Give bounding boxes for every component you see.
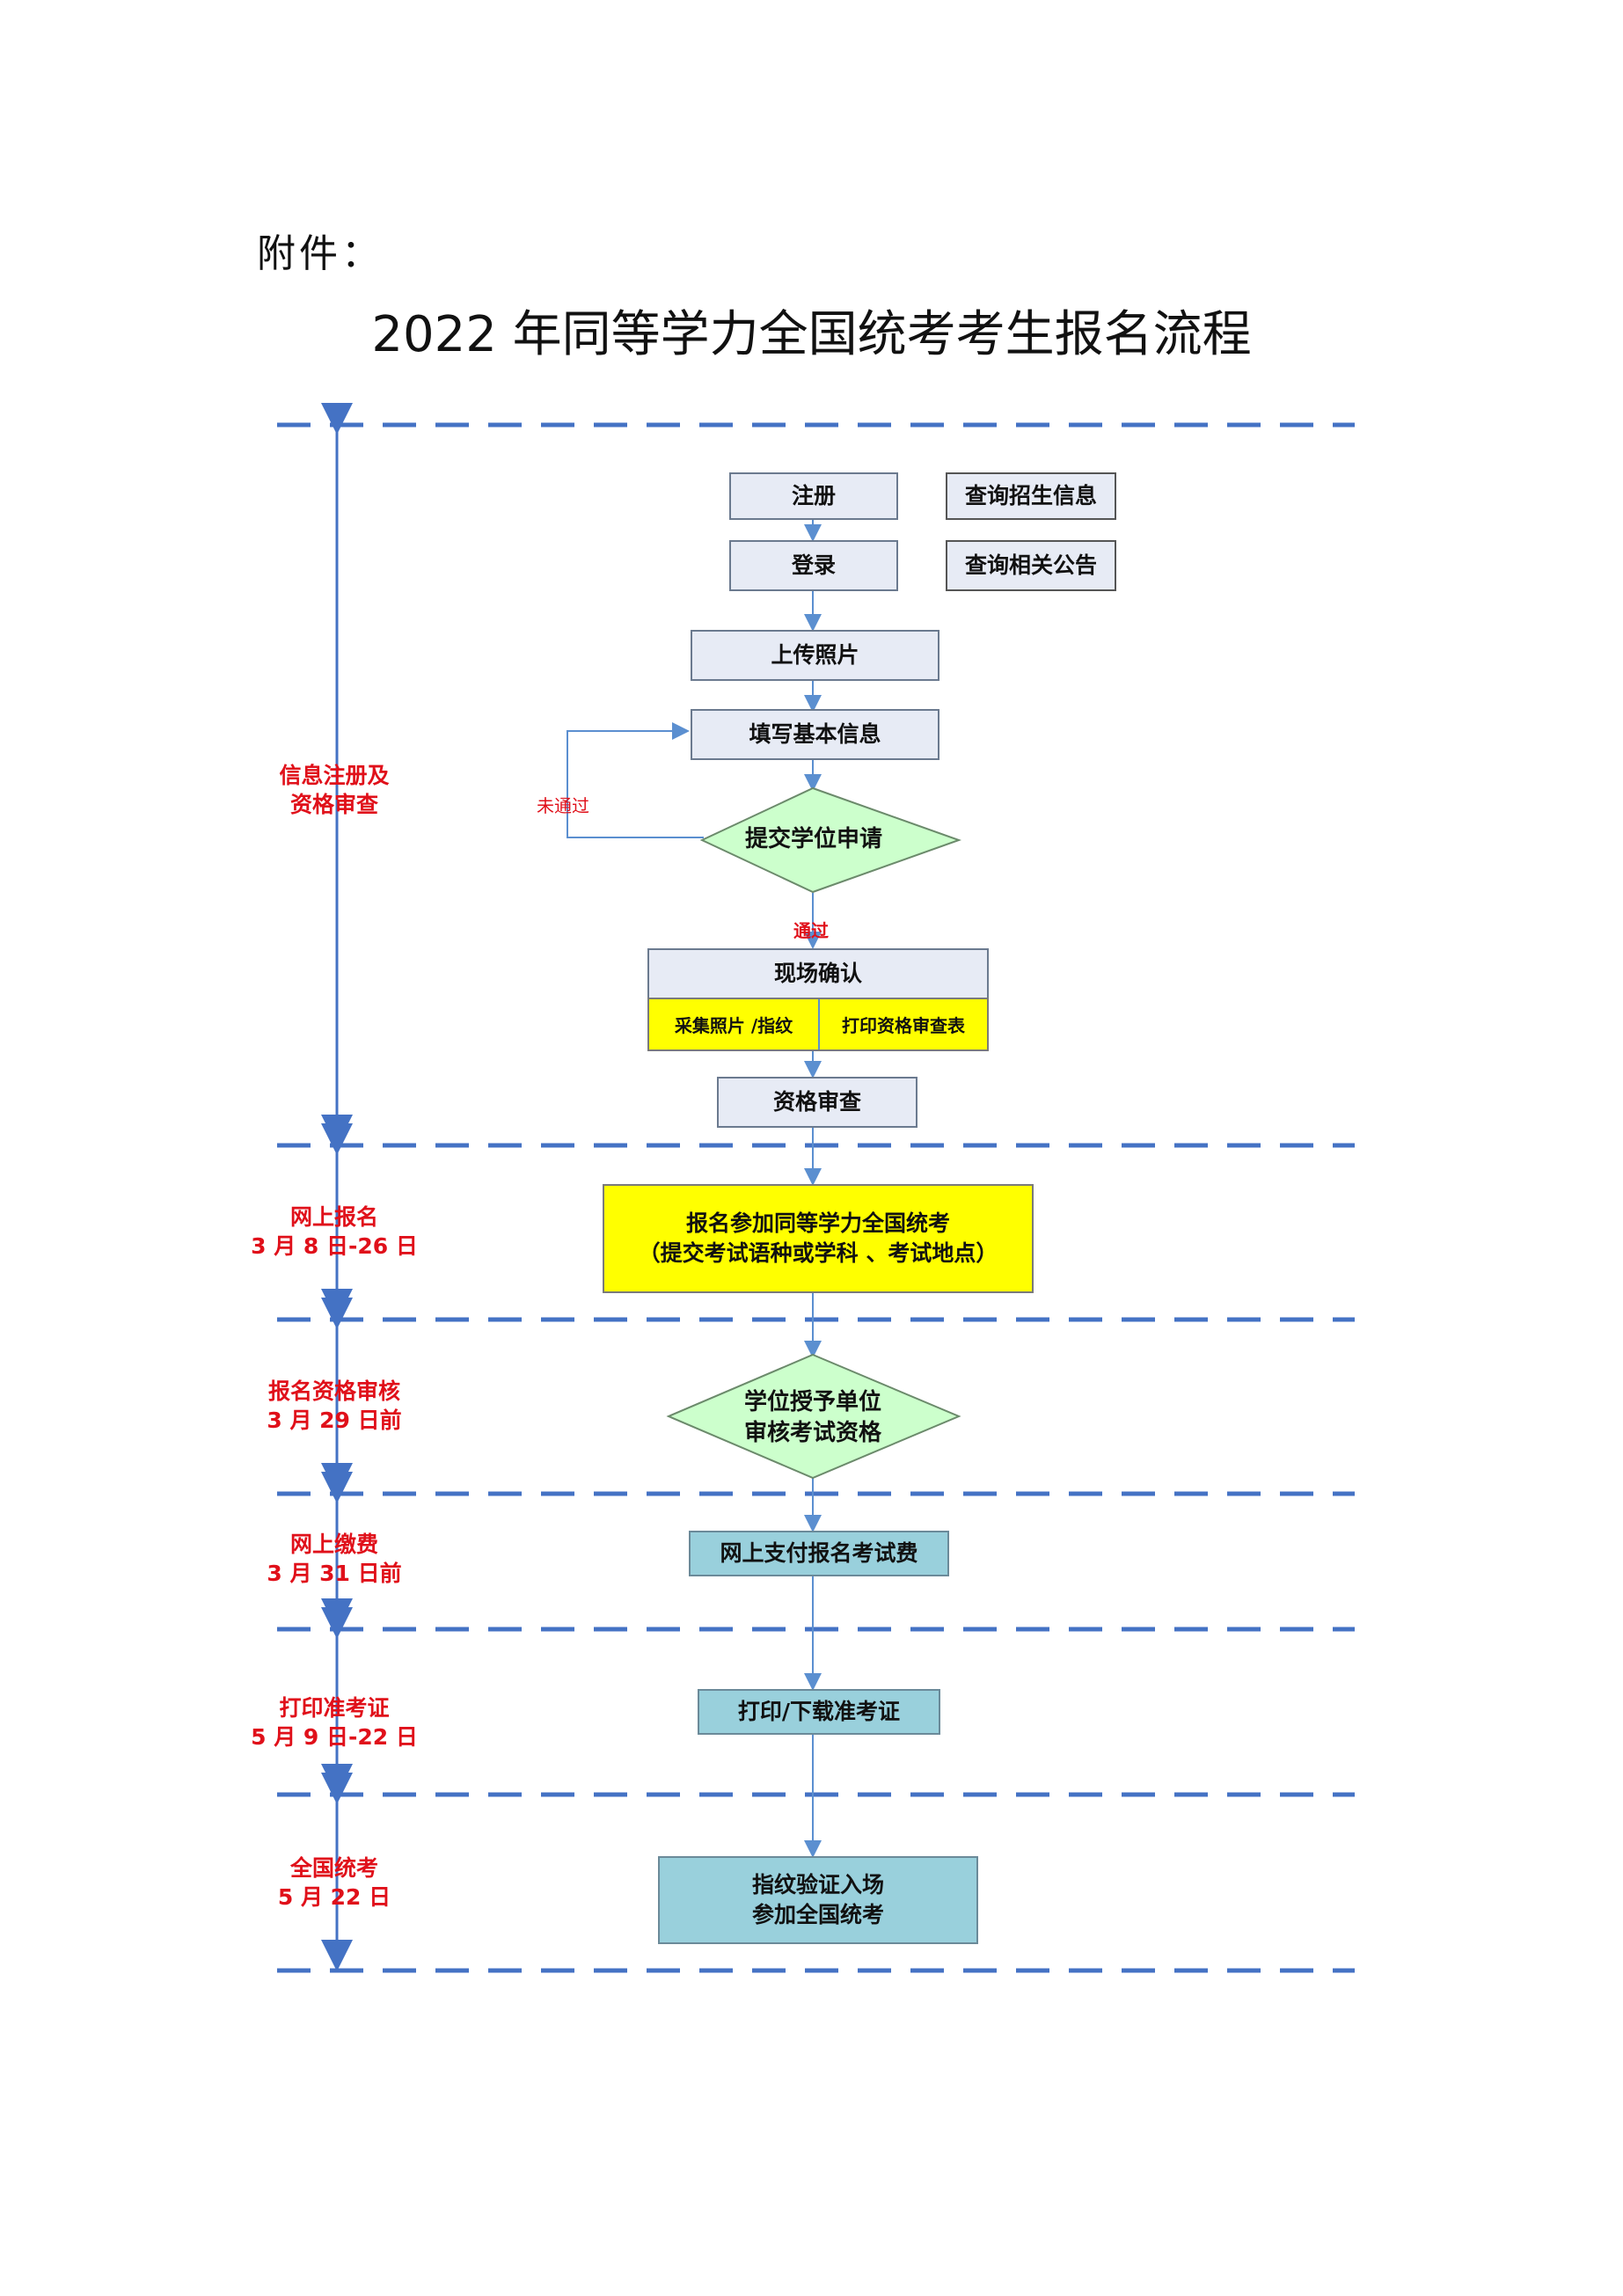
exam-box: 指纹验证入场 参加全国统考: [658, 1856, 978, 1944]
phase-line: 3 月 31 日前: [267, 1560, 402, 1586]
collect-photo-label: 采集照片 /指纹: [649, 999, 820, 1049]
phase-label-registration: 信息注册及 资格审查: [238, 762, 431, 819]
unit-review-diamond: [666, 1353, 961, 1480]
qualification-review-box: 资格审查: [717, 1077, 918, 1128]
phase-line: 信息注册及: [279, 763, 390, 788]
phase-line: 5 月 9 日-22 日: [251, 1723, 418, 1750]
phase-line: 网上报名: [289, 1204, 378, 1230]
passed-label: 通过: [793, 920, 829, 941]
signup-line: （提交考试语种或学科 、考试地点）: [638, 1240, 998, 1266]
upload-photo-box: 上传照片: [691, 630, 939, 681]
phase-line: 3 月 29 日前: [267, 1407, 402, 1433]
phase-line: 报名资格审核: [267, 1378, 400, 1404]
signup-line: 报名参加同等学力全国统考: [685, 1210, 950, 1237]
unit-review-line: 学位授予单位: [743, 1388, 881, 1415]
page-title: 2022 年同等学力全国统考考生报名流程: [371, 306, 1252, 363]
phase-line: 5 月 22 日: [277, 1883, 391, 1910]
print-form-label: 打印资格审查表: [842, 1015, 965, 1036]
exam-line: 指纹验证入场: [751, 1872, 884, 1898]
attachment-label: 附件：: [257, 231, 384, 276]
query-notice-box: 查询相关公告: [946, 540, 1116, 591]
unit-review-label: 学位授予单位 审核考试资格: [704, 1385, 922, 1451]
phase-label-exam: 全国统考 5 月 22 日: [238, 1854, 431, 1912]
phase-label-review: 报名资格审核 3 月 29 日前: [238, 1378, 431, 1435]
login-box: 登录: [729, 540, 898, 591]
phase-line: 打印准考证: [279, 1695, 390, 1721]
fill-info-box: 填写基本信息: [691, 709, 939, 760]
loop-back-arrow: [567, 722, 704, 838]
phase-line: 全国统考: [289, 1855, 378, 1881]
phase-label-online-signup: 网上报名 3 月 8 日-26 日: [238, 1203, 431, 1261]
print-ticket-box: 打印/下载准考证: [698, 1689, 940, 1735]
submit-application-diamond: [699, 786, 961, 894]
signup-box: 报名参加同等学力全国统考 （提交考试语种或学科 、考试地点）: [603, 1184, 1034, 1293]
register-box: 注册: [729, 472, 898, 520]
submit-application-label: 提交学位申请: [744, 826, 882, 853]
unit-review-line: 审核考试资格: [743, 1420, 881, 1446]
not-passed-label: 未通过: [537, 795, 589, 816]
onsite-sub-row: 采集照片 /指纹 打印资格审查表: [647, 998, 989, 1051]
phase-line: 资格审查: [289, 791, 378, 817]
phase-label-ticket: 打印准考证 5 月 9 日-22 日: [238, 1694, 431, 1751]
exam-line: 参加全国统考: [751, 1902, 884, 1927]
phase-line: 网上缴费: [289, 1532, 378, 1557]
pay-fee-box: 网上支付报名考试费: [689, 1531, 949, 1576]
phase-label-payment: 网上缴费 3 月 31 日前: [238, 1531, 431, 1588]
query-admission-box: 查询招生信息: [946, 472, 1116, 520]
onsite-confirm-box: 现场确认: [647, 948, 989, 999]
phase-line: 3 月 8 日-26 日: [251, 1232, 418, 1259]
